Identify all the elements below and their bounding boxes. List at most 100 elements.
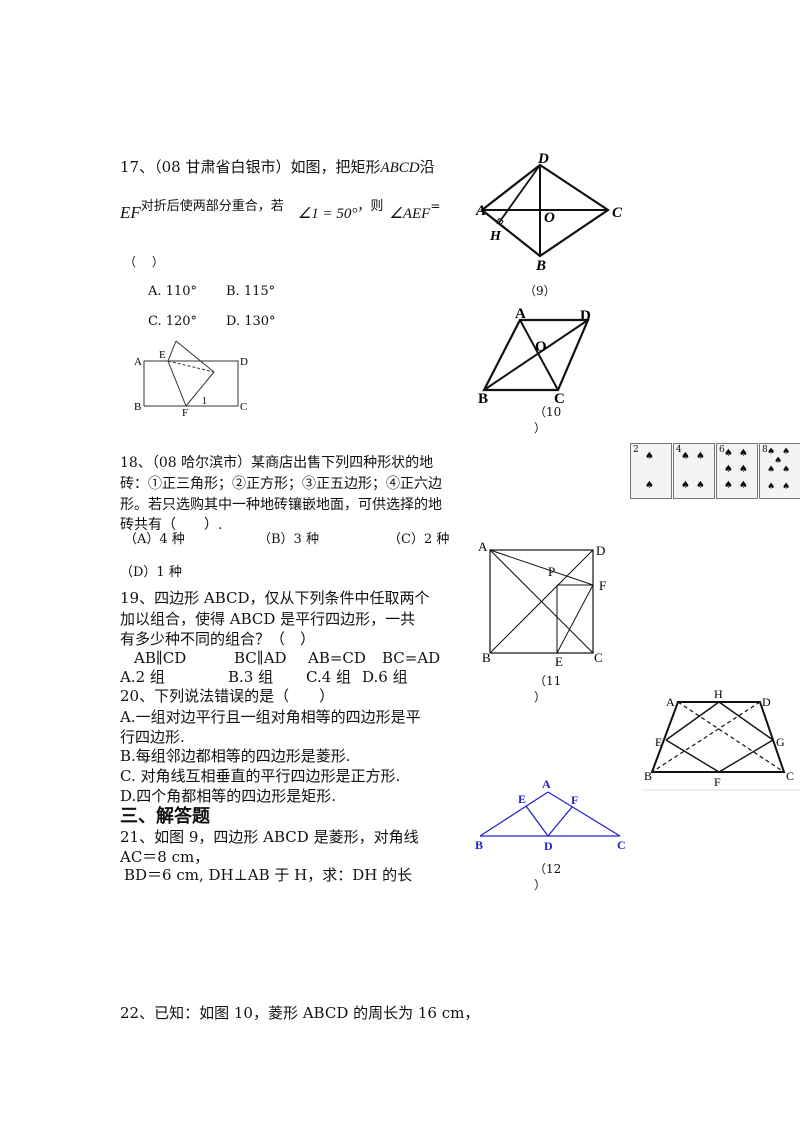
trap-label-a: A	[666, 695, 675, 709]
spade-icon: ♠	[645, 480, 654, 491]
fig11-label-c: C	[594, 650, 603, 665]
fig10-label-d: D	[580, 308, 591, 324]
q17-label-e: E	[159, 349, 166, 361]
figure-9-rhombus: D A C O H B	[475, 151, 623, 274]
q19-condition-1: AB∥CD	[134, 649, 187, 667]
q18-line1: 18、（08 哈尔滨市）某商店出售下列四种形状的地	[120, 455, 434, 471]
q17-option-c: C. 120°	[148, 314, 198, 329]
q20-line1: 20、下列说法错误的是（ ）	[120, 687, 335, 705]
q19-line2: 加以组合，使得 ABCD 是平行四边形，一共	[120, 610, 416, 628]
q19-condition-2: BC∥AD	[234, 649, 287, 667]
fig12-caption-1: （12	[534, 862, 562, 876]
trapezoid-figure: A H D E G B F C	[642, 687, 800, 791]
playing-card: 6 ♠ ♠ ♠ ♠ ♠ ♠	[716, 443, 758, 499]
fig10-caption-1: （10	[534, 405, 562, 419]
figure-11-square: A D P F B E C	[478, 539, 606, 669]
trap-label-h: H	[714, 687, 723, 701]
spade-icon: ♠	[767, 447, 776, 457]
q22-line1: 22、已知：如图 10，菱形 ABCD 的周长为 16 cm，	[120, 1004, 480, 1022]
fig11-label-f: F	[599, 578, 606, 593]
q18-option-d: （D）1 种	[120, 565, 182, 580]
q21-line1: 21、如图 9，四边形 ABCD 是菱形，对角线	[120, 828, 419, 846]
q17-label-d: D	[240, 356, 248, 368]
spade-icon: ♠	[739, 448, 748, 459]
q20-option-a-line1: A.一组对边平行且一组对角相等的四边形是平	[120, 708, 421, 726]
spade-icon: ♠	[724, 464, 733, 475]
spade-icon: ♠	[724, 448, 733, 459]
q21-line2: AC＝8 cm，	[120, 848, 210, 866]
q17-folded-rectangle-figure: A B C D E F 1	[134, 340, 248, 419]
fig12-label-c: C	[617, 838, 626, 852]
playing-card: 4 ♠ ♠ ♠ ♠	[673, 443, 715, 499]
q17-option-a: A. 110°	[148, 284, 197, 299]
fig12-label-a: A	[542, 777, 551, 791]
spade-icon: ♠	[724, 480, 733, 491]
figure-10-parallelogram: A D O B C	[478, 306, 591, 407]
fig9-label-h: H	[489, 229, 502, 244]
spade-icon: ♠	[767, 465, 776, 475]
fig9-label-a: A	[475, 203, 486, 219]
q21-line3: BD＝6 cm, DH⊥AB 于 H，求：DH 的长	[124, 866, 413, 884]
figure-12-triangle: A E F B D C	[475, 777, 626, 853]
trap-label-g: G	[776, 735, 785, 749]
trap-label-d: D	[762, 695, 771, 709]
fig9-label-c: C	[612, 205, 623, 221]
fig11-caption-2: ）	[534, 690, 547, 704]
q19-condition-3: AB=CD	[308, 649, 366, 667]
q19-option-b: B.3 组	[228, 668, 274, 686]
q20-option-c: C. 对角线互相垂直的平行四边形是正方形.	[120, 767, 401, 785]
q17-option-b: B. 115°	[226, 284, 276, 299]
trap-label-e: E	[655, 735, 662, 749]
spade-icon: ♠	[645, 451, 654, 462]
fig9-label-d: D	[537, 151, 549, 167]
q20-option-d: D.四个角都相等的四边形是矩形.	[120, 787, 337, 805]
q18-line2: 砖：①正三角形；②正方形；③正五边形；④正六边	[120, 476, 442, 492]
spade-icon: ♠	[696, 451, 705, 462]
q17-label-angle-1: 1	[202, 396, 207, 407]
fig11-label-b: B	[482, 650, 491, 665]
spade-icon: ♠	[739, 464, 748, 475]
fig11-caption-1: （11	[534, 674, 562, 688]
q19-option-d: D.6 组	[362, 668, 408, 686]
section-3-heading: 三、解答题	[120, 806, 210, 827]
spade-icon: ♠	[681, 451, 690, 462]
fig10-caption-2: ）	[534, 421, 547, 435]
fig9-caption: （9）	[524, 284, 556, 298]
fig10-label-b: B	[478, 391, 488, 407]
fig12-label-f: F	[571, 793, 578, 807]
q18-option-c: （C）2 种	[388, 532, 450, 547]
fig11-label-e: E	[555, 654, 563, 669]
fig10-label-a: A	[515, 306, 526, 322]
q17-line1: 17、（08 甘肃省白银市）如图，把矩形ABCD沿	[120, 158, 435, 176]
q19-line1: 19、四边形 ABCD，仅从下列条件中任取两个	[120, 589, 430, 607]
fig11-label-a: A	[478, 539, 488, 554]
playing-cards-image: 2 ♠ ♠ 4 ♠ ♠ ♠ ♠ 6 ♠ ♠ ♠ ♠ ♠ ♠ 8 ♠ ♠ ♠ ♠ …	[630, 443, 800, 499]
playing-card: 8 ♠ ♠ ♠ ♠ ♠ ♠ ♠	[759, 443, 800, 499]
playing-card: 2 ♠ ♠	[630, 443, 672, 499]
q17-option-d: D. 130°	[226, 314, 276, 329]
fig12-label-b: B	[475, 838, 483, 852]
spade-icon: ♠	[681, 480, 690, 491]
q19-line3: 有多少种不同的组合？（ ）	[120, 630, 316, 648]
spade-icon: ♠	[696, 480, 705, 491]
q17-line2: EF对折后使两部分重合，若∠1 = 50°，则∠AEF=	[120, 199, 441, 222]
q19-option-c: C.4 组	[306, 668, 352, 686]
spade-icon: ♠	[767, 482, 776, 492]
spade-icon: ♠	[774, 456, 783, 466]
q18-line3: 形。若只选购其中一种地砖镶嵌地面，可供选择的地	[120, 497, 442, 513]
fig9-label-b: B	[535, 258, 546, 274]
q17-label-a: A	[134, 356, 142, 368]
q17-label-f: F	[182, 407, 188, 419]
fig11-label-p: P	[548, 564, 555, 579]
trap-label-c: C	[786, 769, 794, 783]
trap-label-f: F	[714, 775, 721, 789]
fig12-label-d: D	[544, 839, 553, 853]
fig11-label-d: D	[596, 543, 605, 558]
q17-label-c: C	[240, 401, 247, 413]
spade-icon: ♠	[739, 480, 748, 491]
spade-icon: ♠	[782, 482, 791, 492]
q19-condition-4: BC=AD	[382, 649, 441, 667]
q18-option-b: （B）3 种	[258, 532, 319, 547]
q19-option-a: A.2 组	[120, 668, 165, 686]
spade-icon: ♠	[782, 447, 791, 457]
